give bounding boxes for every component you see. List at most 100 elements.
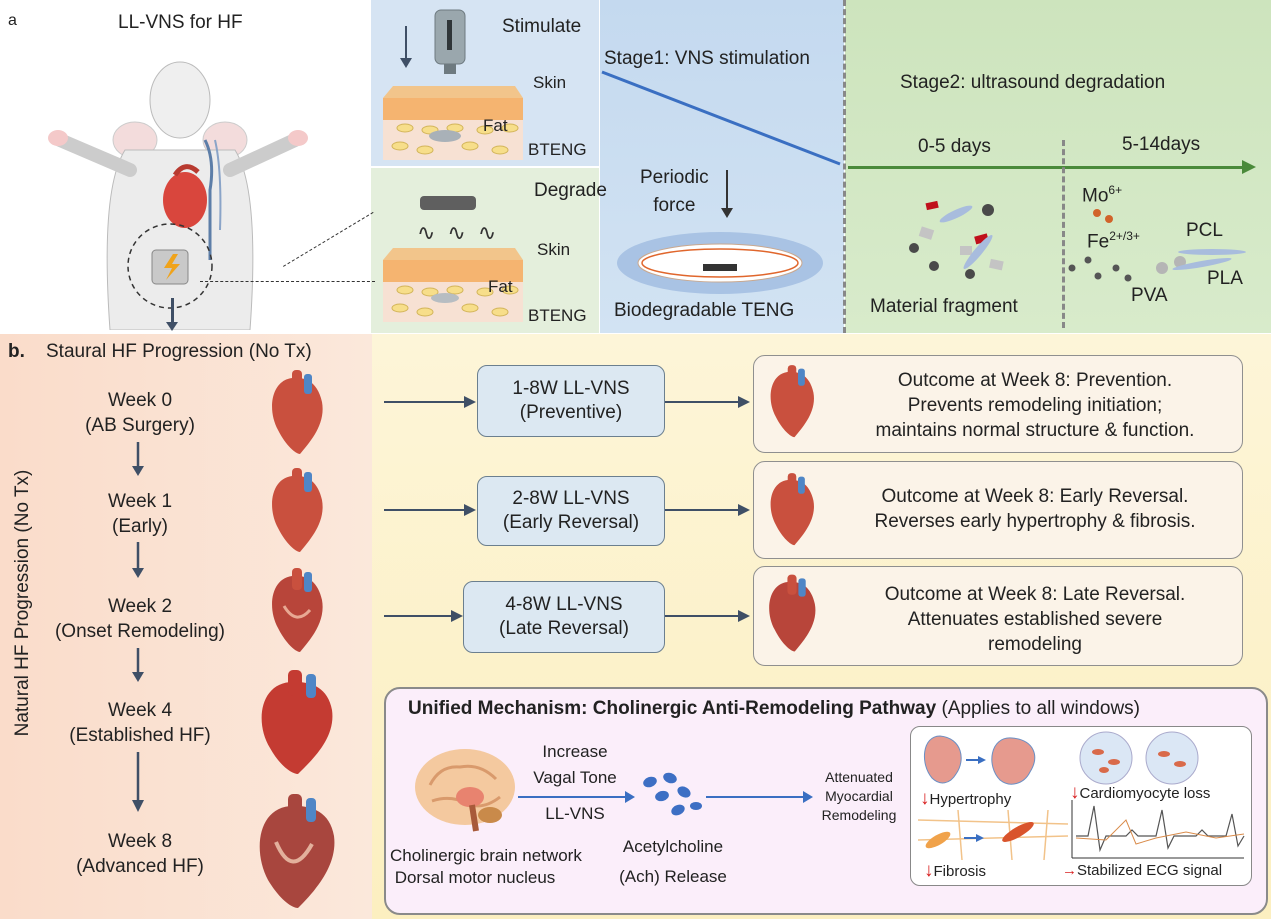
acetylcholine-caption: Acetylcholine (Ach) Release bbox=[598, 832, 748, 892]
treatment-1-line2: (Early Reversal) bbox=[502, 512, 640, 533]
ultrasound-probe bbox=[420, 196, 476, 210]
stage2-timeline-arrowhead bbox=[1242, 160, 1256, 174]
outcome-2-line3: remodeling bbox=[988, 634, 1082, 655]
ecg-text: Stabilized ECG signal bbox=[1077, 862, 1223, 879]
material-fragment-label: Material fragment bbox=[870, 296, 1018, 317]
outcome-0-line1: Outcome at Week 8: Prevention. bbox=[897, 370, 1173, 391]
ach-arrow bbox=[706, 796, 804, 798]
panel-a-label: a bbox=[8, 12, 17, 29]
attenuated-caption: Attenuated Myocardial Remodeling bbox=[806, 768, 912, 825]
outcome-heart-1-icon bbox=[770, 473, 814, 546]
cardiomyocyte-icon bbox=[1079, 731, 1199, 785]
mo-dot-1 bbox=[1093, 209, 1101, 217]
pcl-label: PCL bbox=[1186, 220, 1223, 241]
fibrosis-icon bbox=[918, 810, 1068, 860]
week-2-label: Week 2 (Onset Remodeling) bbox=[30, 594, 250, 644]
week-2-line2: (Onset Remodeling) bbox=[54, 621, 226, 642]
down-arrow-icon-3: ↓ bbox=[924, 860, 934, 881]
mechanism-title-bold: Unified Mechanism: Cholinergic Anti-Remo… bbox=[408, 698, 937, 719]
outcome-2-line2: Attenuates established severe bbox=[907, 609, 1163, 630]
hypertrophy-label: ↓Hypertrophy bbox=[920, 788, 1011, 810]
rat-illustration bbox=[48, 61, 308, 330]
degrade-label: Degrade bbox=[534, 180, 607, 201]
rat-down-arrowhead bbox=[166, 322, 178, 331]
pla-label: PLA bbox=[1207, 268, 1243, 289]
cardiomyocyte-loss-text: Cardiomyocyte loss bbox=[1079, 785, 1211, 802]
outcome-0-line3: maintains normal structure & function. bbox=[875, 420, 1195, 441]
ach-line1: Acetylcholine bbox=[622, 837, 724, 856]
vagal-arrow bbox=[518, 796, 626, 798]
stimulate-label: Stimulate bbox=[502, 16, 582, 37]
attenuated-line1: Attenuated bbox=[825, 769, 893, 785]
stage1-title: Stage1: VNS stimulation bbox=[604, 48, 810, 69]
week-1-line1: Week 1 bbox=[107, 491, 173, 512]
hypertrophy-icon bbox=[923, 735, 1035, 785]
vagal-tone-label: Vagal Tone bbox=[533, 768, 617, 787]
treatment-2-line1: 4-8W LL-VNS bbox=[505, 594, 623, 615]
brain-icon bbox=[415, 749, 515, 832]
skin-layers-stimulate bbox=[383, 86, 523, 160]
right-arrow-icon: → bbox=[1062, 862, 1077, 879]
outcome-heart-0-icon bbox=[770, 365, 814, 438]
treatment-row-arrows bbox=[384, 396, 750, 622]
fibrosis-text: Fibrosis bbox=[933, 863, 987, 880]
biodegradable-teng-label: Biodegradable TENG bbox=[614, 300, 795, 321]
panel-b-label: b. bbox=[8, 341, 25, 362]
fat-label-2: Fat bbox=[488, 277, 513, 296]
stage2-title: Stage2: ultrasound degradation bbox=[900, 72, 1166, 93]
week-1-line2: (Early) bbox=[112, 516, 168, 537]
teng-device-icon bbox=[617, 232, 823, 294]
treatment-1-line1: 2-8W LL-VNS bbox=[512, 488, 630, 509]
skin-label-2: Skin bbox=[537, 240, 571, 259]
heart-week-8-icon bbox=[259, 794, 335, 908]
week-1-label: Week 1 (Early) bbox=[40, 489, 240, 539]
days-5-14-label: 5-14days bbox=[1122, 134, 1201, 155]
week-8-line1: Week 8 bbox=[107, 831, 173, 852]
treatment-0-line2: (Preventive) bbox=[519, 402, 623, 423]
days-0-5-label: 0-5 days bbox=[918, 136, 991, 157]
bteng-label-1: BTENG bbox=[528, 140, 587, 159]
bteng-label-2: BTENG bbox=[528, 306, 587, 325]
stimulator-device bbox=[400, 9, 466, 74]
force-arrowhead bbox=[721, 208, 733, 218]
treatment-early-reversal-box: 2-8W LL-VNS (Early Reversal) bbox=[477, 476, 665, 546]
skin-label-1: Skin bbox=[533, 73, 567, 92]
week-0-label: Week 0 (AB Surgery) bbox=[40, 388, 240, 438]
fe-sup: 2+/3+ bbox=[1109, 229, 1140, 243]
week-8-line2: (Advanced HF) bbox=[76, 856, 204, 877]
down-arrow-icon-1: ↓ bbox=[920, 788, 930, 809]
outcome-early-reversal-box bbox=[753, 461, 1243, 559]
treatment-2-line2: (Late Reversal) bbox=[499, 618, 629, 639]
acetylcholine-icon bbox=[643, 772, 702, 816]
pva-label: PVA bbox=[1131, 285, 1168, 306]
panel-b-title: Staural HF Progression (No Tx) bbox=[46, 341, 312, 362]
ll-vns-label: LL-VNS bbox=[545, 804, 605, 823]
periodic-force-label: Periodic force bbox=[640, 164, 709, 220]
mo-sup: 6+ bbox=[1108, 183, 1123, 197]
material-fragments-icon bbox=[909, 200, 1004, 279]
treatment-0-line1: 1-8W LL-VNS bbox=[512, 378, 630, 399]
mo-dot-2 bbox=[1105, 215, 1113, 223]
outcome-heart-2-icon bbox=[769, 574, 816, 652]
stage2-divider bbox=[1062, 140, 1065, 328]
hypertrophy-text: Hypertrophy bbox=[929, 791, 1012, 808]
fat-label-1: Fat bbox=[483, 116, 508, 135]
week-4-line1: Week 4 bbox=[107, 700, 173, 721]
week-4-line2: (Established HF) bbox=[69, 725, 211, 746]
ach-line2: (Ach) Release bbox=[619, 867, 727, 886]
week-8-label: Week 8 (Advanced HF) bbox=[40, 829, 240, 879]
ecg-icon bbox=[1071, 800, 1245, 859]
vagal-arrowhead bbox=[625, 791, 635, 803]
fe-ion-label: Fe2+/3+ bbox=[1087, 229, 1140, 253]
down-arrow-icon-2: ↓ bbox=[1070, 782, 1080, 803]
mechanism-title: Unified Mechanism: Cholinergic Anti-Remo… bbox=[408, 698, 1140, 720]
outcome-1-text: Outcome at Week 8: Early Reversal. Rever… bbox=[830, 484, 1240, 534]
mechanism-title-normal: (Applies to all windows) bbox=[936, 698, 1140, 719]
week-progression-arrows bbox=[132, 442, 144, 812]
stage2-timeline bbox=[848, 166, 1244, 169]
rat-down-arrow bbox=[171, 298, 174, 324]
mo-ion-label: Mo6+ bbox=[1082, 183, 1122, 207]
ach-arrowhead bbox=[803, 791, 813, 803]
heart-week-1-icon bbox=[272, 468, 323, 552]
outcome-2-line1: Outcome at Week 8: Late Reversal. bbox=[884, 584, 1186, 605]
